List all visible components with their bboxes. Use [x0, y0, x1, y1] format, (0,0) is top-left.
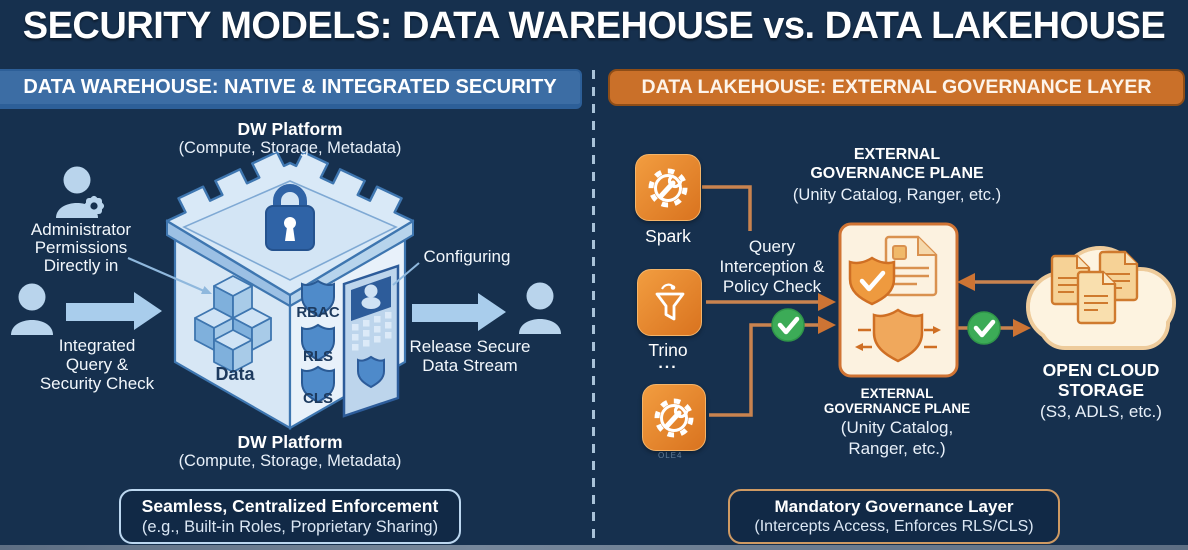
user-icon-right — [519, 282, 561, 334]
lakehouse-summary-subtitle: (Intercepts Access, Enforces RLS/CLS) — [754, 518, 1034, 535]
spark-engine-icon — [635, 154, 701, 221]
configuring-note: Configuring — [423, 247, 511, 266]
warehouse-summary-subtitle: (e.g., Built-in Roles, Proprietary Shari… — [141, 518, 439, 536]
padlock-icon — [265, 184, 315, 251]
configuring-pointer-line — [392, 262, 420, 286]
more-engines-ellipsis: ... — [658, 355, 678, 372]
release-note: Release Secure Data Stream — [409, 337, 531, 375]
bottom-edge-strip — [0, 545, 1188, 550]
spark-connector — [702, 185, 752, 231]
policy-shield-icons — [301, 279, 335, 404]
dw-platform-sublabel-top: (Compute, Storage, Metadata) — [178, 139, 402, 157]
gear-wrench-icon — [654, 398, 694, 437]
governance-plane-top-sublabel: (Unity Catalog, Ranger, etc.) — [792, 186, 1002, 204]
shield-gate-icon — [855, 308, 941, 363]
other-engine-icon — [642, 384, 706, 451]
user-icon-left — [11, 283, 53, 335]
lakehouse-summary-box: Mandatory Governance Layer (Intercepts A… — [728, 489, 1060, 544]
funnel-icon — [655, 283, 684, 320]
panel-divider — [592, 70, 595, 550]
spark-label: Spark — [645, 226, 691, 246]
shield-icon-rls — [301, 323, 335, 362]
data-label: Data — [215, 364, 255, 384]
shield-label-rls: RLS — [303, 348, 333, 365]
cloud-storage-icon — [1026, 246, 1176, 350]
watermark: OLE4 — [658, 451, 683, 460]
trino-label: Trino — [648, 340, 688, 360]
shield-icon-cls — [301, 365, 335, 404]
shield-label-rbac: RBAC — [296, 304, 340, 321]
arrow-right-icon-out — [412, 293, 506, 331]
check-icon-post — [967, 311, 1001, 345]
dw-platform-label-top: DW Platform — [237, 119, 343, 139]
interception-note: Query Interception & Policy Check — [719, 237, 825, 296]
trino-engine-icon — [637, 269, 702, 336]
admin-note: Administrator Permissions Directly in — [30, 220, 132, 275]
dw-platform-label-bottom: DW Platform — [237, 432, 343, 452]
warehouse-summary-title: Seamless, Centralized Enforcement — [141, 496, 439, 516]
shield-icon-rbac — [301, 279, 335, 318]
lakehouse-panel-header: DATA LAKEHOUSE: EXTERNAL GOVERNANCE LAYE… — [608, 69, 1185, 106]
cloud-storage-sublabel: (S3, ADLS, etc.) — [1040, 402, 1162, 421]
admin-user-icon — [56, 166, 105, 218]
shield-check-icon — [848, 256, 896, 306]
arrow-right-icon-in — [66, 292, 162, 330]
connector-arrowheads — [818, 273, 1031, 337]
gear-wrench-icon — [648, 168, 688, 207]
cloud-storage-label: OPEN CLOUD STORAGE — [1042, 360, 1160, 400]
gear-icon — [83, 195, 105, 217]
shield-label-cls: CLS — [303, 390, 333, 407]
page-title: SECURITY MODELS: DATA WAREHOUSE vs. DATA… — [22, 5, 1166, 47]
warehouse-summary-box: Seamless, Centralized Enforcement (e.g.,… — [119, 489, 461, 544]
cloud-documents-icon — [1050, 250, 1139, 325]
data-cubes-icon — [194, 275, 272, 373]
dw-platform-sublabel-bottom: (Compute, Storage, Metadata) — [178, 452, 402, 470]
lakehouse-summary-title: Mandatory Governance Layer — [774, 497, 1014, 516]
check-icon-pre — [771, 308, 805, 342]
access-panel-icon — [342, 264, 400, 418]
admin-pointer-arrow — [127, 256, 212, 294]
integrated-note: Integrated Query & Security Check — [39, 336, 155, 393]
governance-plane-bottom-label: EXTERNAL GOVERNANCE PLANE — [823, 386, 971, 416]
governance-plane-top-label: EXTERNAL GOVERNANCE PLANE — [810, 146, 984, 182]
warehouse-panel-header: DATA WAREHOUSE: NATIVE & INTEGRATED SECU… — [0, 69, 582, 109]
fortress-icon — [165, 150, 415, 430]
governance-box — [838, 222, 959, 378]
governance-plane-bottom-sublabel: (Unity Catalog, Ranger, etc.) — [840, 418, 954, 458]
